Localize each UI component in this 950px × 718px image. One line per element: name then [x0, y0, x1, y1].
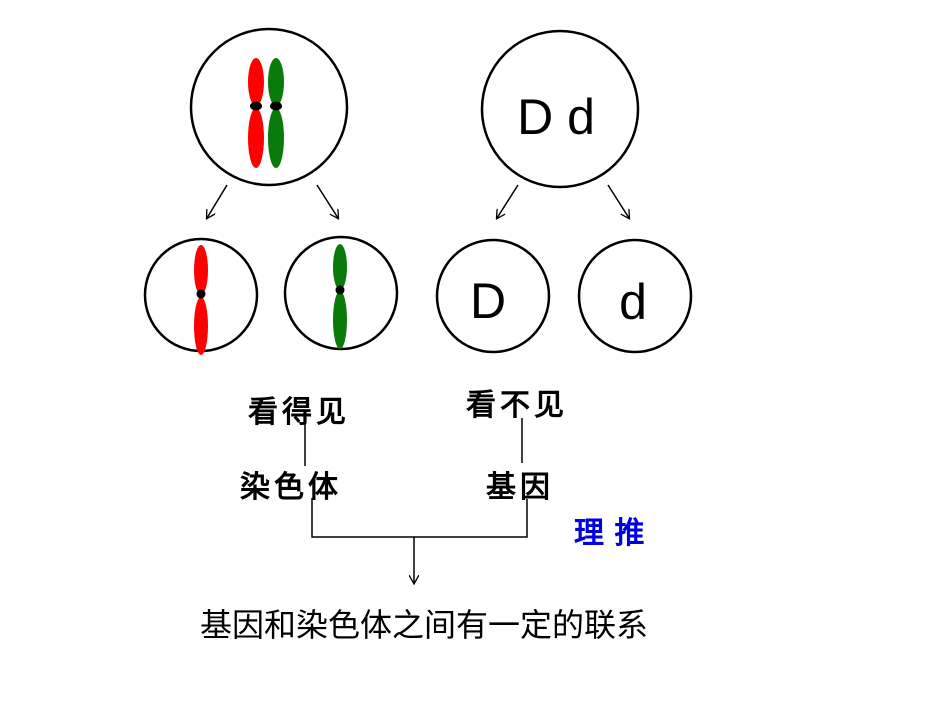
cell-outline: [577, 238, 693, 354]
centromere-red: [250, 101, 262, 111]
chromosome-green-lower-arm: [268, 108, 284, 168]
gene-pair-label: D d: [517, 89, 595, 145]
gene-d-label: d: [619, 274, 647, 330]
daughter-cell-green: [283, 235, 399, 351]
daughter-cell-red: [143, 237, 259, 355]
gene-D-label: D: [470, 273, 506, 329]
chromosome-green-lower-arm: [333, 291, 347, 349]
cell-outline: [189, 27, 349, 187]
centromere: [196, 289, 206, 299]
chromosome-red-lower-arm: [194, 297, 208, 355]
label-gene: 基因: [486, 470, 554, 505]
arrow-right-gene: [607, 184, 629, 218]
label-invisible: 看不见: [466, 388, 568, 423]
parent-cell-chromosomes: [189, 27, 349, 187]
arrow-left-chromosome: [207, 184, 228, 218]
centromere: [335, 285, 345, 295]
parent-cell-genes: D d: [480, 29, 640, 189]
centromere-green: [270, 101, 282, 111]
chromosome-red-lower-arm: [248, 108, 264, 168]
arrow-left-gene: [497, 184, 519, 218]
daughter-cell-d: d: [577, 238, 693, 354]
chromosome-green-upper-arm: [333, 244, 347, 290]
cell-outline: [480, 29, 640, 189]
label-visible: 看得见: [248, 395, 350, 430]
chromosome-green-upper-arm: [268, 58, 284, 106]
chromosome-red-upper-arm: [194, 245, 208, 295]
bracket-join: [311, 498, 528, 538]
cell-outline: [435, 238, 551, 354]
label-chromosome: 染色体: [240, 470, 342, 505]
label-reasoning: 理 推: [574, 516, 645, 551]
label-conclusion: 基因和染色体之间有一定的联系: [200, 606, 649, 644]
arrow-right-chromosome: [316, 184, 338, 218]
chromosome-red-upper-arm: [248, 58, 264, 106]
daughter-cell-D: D: [435, 238, 551, 354]
